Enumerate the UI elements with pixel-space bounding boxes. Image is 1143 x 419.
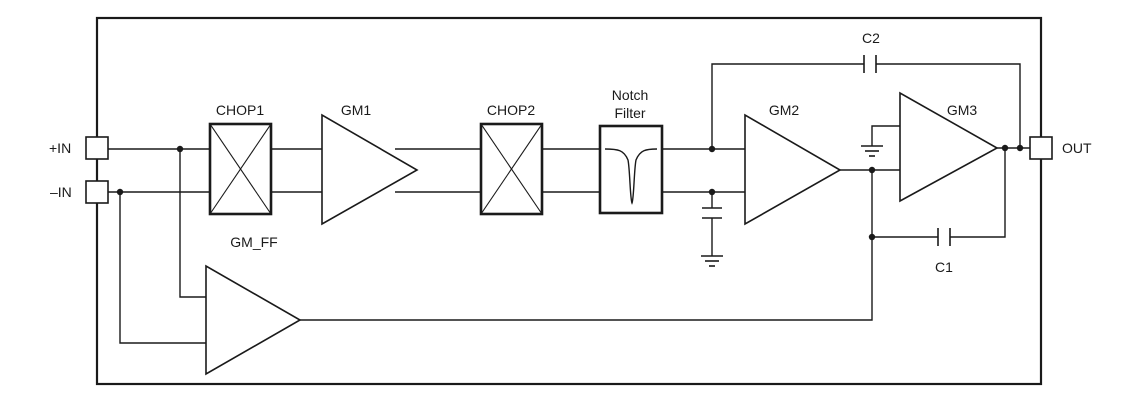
chop2-block <box>479 122 544 216</box>
output-pin <box>1029 136 1053 160</box>
label-notch-line1: Notch <box>612 87 649 103</box>
capacitor-ground-gm2 <box>702 207 722 219</box>
label-gm1: GM1 <box>341 102 372 118</box>
label-in-plus: +IN <box>49 140 71 156</box>
gm-ff-amplifier <box>205 264 302 376</box>
label-chop1: CHOP1 <box>216 102 264 118</box>
ground-symbol-gm3 <box>861 145 883 157</box>
input-plus-pin <box>85 136 109 160</box>
gm3-amplifier <box>899 91 999 203</box>
label-gm-ff: GM_FF <box>230 234 277 250</box>
label-out: OUT <box>1062 140 1092 156</box>
label-notch-line2: Filter <box>614 105 645 121</box>
label-gm3: GM3 <box>947 102 978 118</box>
gm1-amplifier <box>321 113 419 226</box>
junction-dots <box>116 144 1024 241</box>
gm2-amplifier <box>744 113 842 226</box>
label-chop2: CHOP2 <box>487 102 535 118</box>
notch-filter-block <box>598 124 664 215</box>
input-minus-pin <box>85 180 109 204</box>
label-c2: C2 <box>862 30 880 46</box>
chop1-block <box>208 122 273 216</box>
capacitor-c1 <box>937 228 951 246</box>
capacitor-c2 <box>863 55 877 73</box>
label-in-minus: –IN <box>50 184 72 200</box>
label-c1: C1 <box>935 259 953 275</box>
label-gm2: GM2 <box>769 102 800 118</box>
ground-symbol-gm2 <box>701 255 723 267</box>
